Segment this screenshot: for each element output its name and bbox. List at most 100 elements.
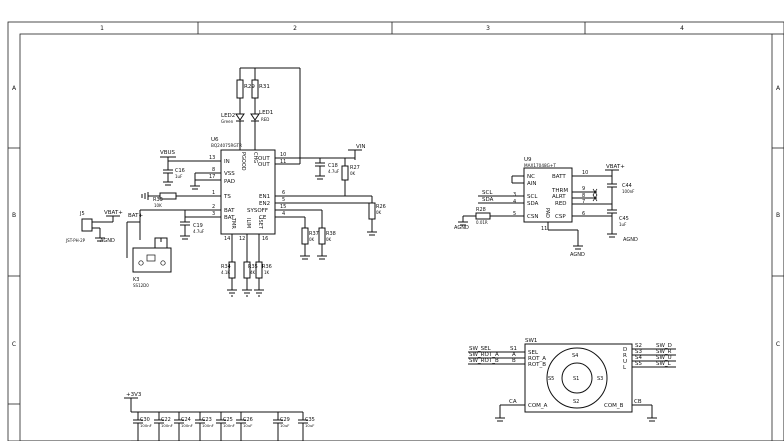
sw1-right-pins: D R U L S2 S3 S4 S5 SW_D SW_R SW_U SW_L [623,343,676,371]
led2-value: Green [221,119,234,124]
u6-pin-num: 17 [209,174,215,180]
u6-right-pins: OUT OUT EN1 EN2 SYSOFF CE 10 11 6 5 15 4 [247,152,300,221]
k3-value: SS12D0 [133,283,149,288]
led1-value: RED [261,117,269,122]
sw1-net: SW_D [656,343,672,349]
net-bat-plus: BAT+ [128,213,143,219]
sw1-inner-label: S5 [548,376,554,382]
row-label: A [12,85,17,92]
capacitor-ref: C25 [223,417,233,423]
u6-pin-num: 8 [212,167,215,173]
sw1-pin-num: S1 [510,346,517,352]
u6-pin-chg: CHG [252,152,258,163]
u9-pin-pad: PAD [544,208,550,218]
sw1-net: SW_ROT_B [469,358,499,364]
u9-pin-name: CSN [527,214,538,220]
row-label: B [776,212,780,219]
r27-ref: R27 [350,165,360,171]
sw1-pin-num: B [512,358,516,364]
u6-pin-ilim: ILIM [245,218,251,228]
u9-pin-num: 3 [513,192,516,198]
resistor-r33 [159,192,177,200]
resistor-r28 [475,212,491,220]
u6-pin-name: BAT [224,215,235,221]
capacitor-ref: C26 [243,417,253,423]
u6-part: BQ24075RGTR [211,143,242,148]
net-agnd-u9-left: AGND [454,225,469,231]
column-label: 2 [293,25,297,32]
u6-pin-name: EN1 [259,194,270,200]
u6-pin-name: VSS [224,171,235,177]
r34-value: 4.1K [221,270,230,275]
r37-ref: R37 [309,231,319,237]
net-agnd-u9-right: AGND [623,237,638,243]
u9-pin-num: 7 [582,199,585,205]
u6-pin-pgood: PGOOD [240,152,246,171]
sw1-net: SW_R [656,349,672,355]
u9-pin-name: AIN [527,181,537,187]
sw1-pin-name: L [623,365,627,371]
capacitor-bank: C30100nFC22100nFC24100nFC23100nFC25100nF… [133,412,315,441]
r35-ref: R35 [248,264,258,270]
net-3v3: +3V3 [126,392,142,398]
u6-pin-name: OUT [258,162,270,168]
c44-ref: C44 [622,183,632,189]
u9-pin-num: 6 [582,211,585,217]
u6-pin-num: 1 [212,190,215,196]
r38-value: 0K [326,237,332,242]
u9-pin-num: 11 [541,226,547,232]
u6-pin-num: 2 [212,204,215,210]
sw1-inner-label: S3 [597,376,603,382]
capacitor-ref: C23 [202,417,212,423]
sw1-pin-num: A [512,352,516,358]
r28-value: 0.01R [476,220,488,225]
resistor-r29 [236,79,244,99]
charger-section: R29 R31 LED2 Green LED1 RED U6 BQ24075RG… [65,67,386,297]
resistor-r37 [301,227,309,245]
r38-ref: R38 [326,231,336,237]
u9-pin-name: SDA [527,201,539,207]
u6-pin-num: 4 [282,211,285,217]
sw1-pin-num: S5 [635,361,642,367]
capacitor-ref: C24 [181,417,191,423]
u6-pin-tmr: TMR [230,217,236,229]
u6-pin-name: SYSOFF [247,208,268,214]
sw1-net: SW_ROT_A [469,352,499,358]
led1-ref: LED1 [259,110,273,116]
r28-ref: R28 [476,207,486,213]
net-scl: SCL [482,190,493,196]
ground-symbols [227,289,264,297]
u6-pin-name: IN [224,159,230,165]
connector-j5 [81,218,93,232]
row-label: B [12,212,16,219]
capacitor-value: 10uF [243,423,252,428]
sw1-pin-name: ROT_A [528,356,546,362]
u6-pin-num: 6 [282,190,285,196]
net-vbat-right: VBAT+ [606,164,625,170]
switch-sw1 [524,343,633,413]
u6-pin-iset: ISET [257,218,263,230]
capacitor-value: 100nF [202,423,214,428]
u6-pin-num: 5 [282,197,285,203]
r37-value: 0K [309,237,315,242]
capacitor-value: 100nF [223,423,235,428]
u6-pin-name: CE [259,215,267,221]
capacitor-value: 100nF [161,423,173,428]
led1-symbol [250,113,260,121]
resistor-r26 [368,202,376,220]
u9-pin-num: 4 [513,199,516,205]
c16-ref: C16 [175,168,185,174]
r27-value: 0K [350,171,356,176]
u9-pins: NC AIN SCL SDA CSN BATT THRM ALRT RED CS… [527,174,568,220]
sw1-pin-name: SEL [528,350,539,356]
capacitor-ref: C22 [161,417,171,423]
sw1-pin-num: S4 [635,355,642,361]
net-agnd-u9-bottom: AGND [570,252,585,258]
row-label: A [776,85,781,92]
capacitor-value: 100nF [181,423,193,428]
sw1-inner-label: S2 [573,399,579,405]
c19-value: 4.7uF [193,229,205,234]
